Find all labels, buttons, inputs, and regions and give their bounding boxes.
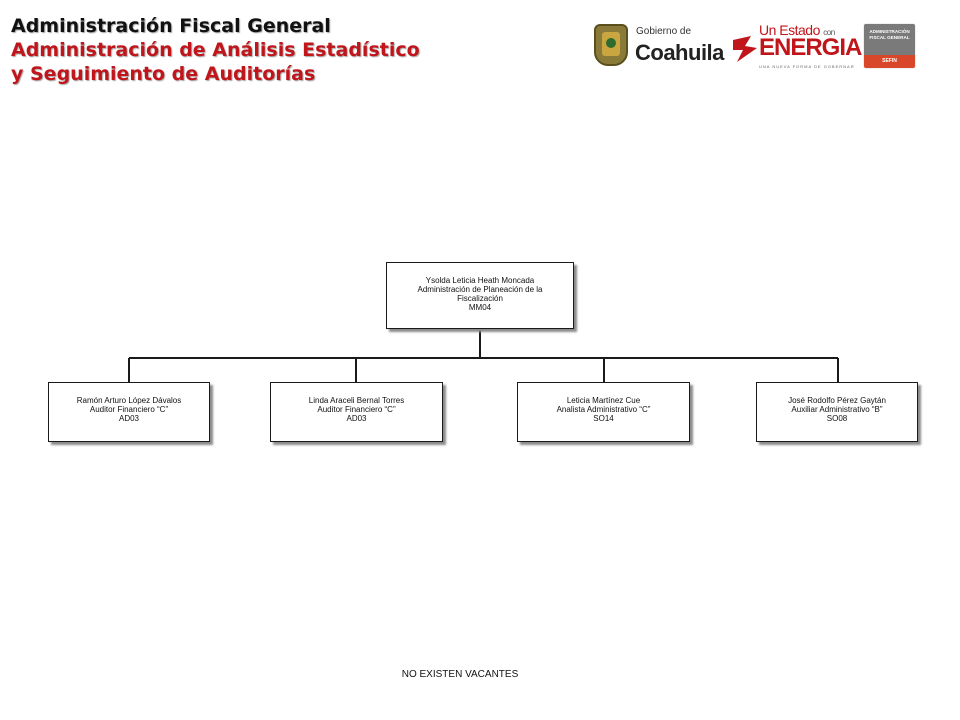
org-node-child-3: Leticia Martínez Cue Analista Administra… <box>517 382 690 442</box>
energia-logo-top-text: Un Estado con <box>759 22 835 38</box>
energia-logo-big-text: ENERGIA <box>759 34 862 61</box>
vacancies-note: NO EXISTEN VACANTES <box>401 669 519 680</box>
org-node-child-4: José Rodolfo Pérez Gaytán Auxiliar Admin… <box>756 382 918 442</box>
node-code: AD03 <box>118 414 139 423</box>
node-code: MM04 <box>468 303 492 312</box>
node-code: AD03 <box>346 414 367 423</box>
coahuila-seal-icon <box>594 24 628 66</box>
title-area-line-2: y Seguimiento de Auditorías <box>11 63 316 85</box>
title-administracion-fiscal-general: Administración Fiscal General <box>11 15 331 37</box>
node-name: José Rodolfo Pérez Gaytán <box>788 396 886 405</box>
energia-arrow-icon <box>733 36 757 62</box>
coahuila-logo-small-text: Gobierno de <box>636 26 692 37</box>
node-position: Administración de Planeación de la Fisca… <box>417 285 543 303</box>
gobierno-coahuila-logo: Gobierno de Coahuila <box>594 22 724 72</box>
node-name: Ysolda Leticia Heath Moncada <box>425 276 535 285</box>
org-node-child-1: Ramón Arturo López Dávalos Auditor Finan… <box>48 382 210 442</box>
energia-logo-subtitle: UNA NUEVA FORMA DE GOBERNAR <box>759 64 855 69</box>
node-position: Auditor Financiero “C” <box>317 405 396 414</box>
node-code: SO08 <box>826 414 848 423</box>
node-name: Linda Araceli Bernal Torres <box>308 396 405 405</box>
org-node-root: Ysolda Leticia Heath Moncada Administrac… <box>386 262 574 329</box>
afg-logo-bottom: SEFIN <box>864 55 915 68</box>
org-node-child-2: Linda Araceli Bernal Torres Auditor Fina… <box>270 382 443 442</box>
node-position: Analista Administrativo “C” <box>556 405 651 414</box>
node-name: Ramón Arturo López Dávalos <box>76 396 182 405</box>
un-estado-con-energia-logo: Un Estado con ENERGIA UNA NUEVA FORMA DE… <box>733 22 862 72</box>
coahuila-logo-big-text: Coahuila <box>635 40 724 65</box>
node-position: Auxiliar Administrativo “B” <box>791 405 883 414</box>
afg-logo-line-2: FISCAL GENERAL <box>869 35 910 40</box>
node-code: SO14 <box>593 414 614 423</box>
afg-logo-line-1: ADMINISTRACIÓN <box>869 29 910 34</box>
administracion-fiscal-general-logo: ADMINISTRACIÓN FISCAL GENERAL SEFIN <box>864 24 915 68</box>
title-area-line-1: Administración de Análisis Estadístico <box>11 39 420 61</box>
node-name: Leticia Martínez Cue <box>566 396 641 405</box>
node-position: Auditor Financiero “C” <box>89 405 169 414</box>
page-title-block: Administración Fiscal General Administra… <box>11 14 420 86</box>
